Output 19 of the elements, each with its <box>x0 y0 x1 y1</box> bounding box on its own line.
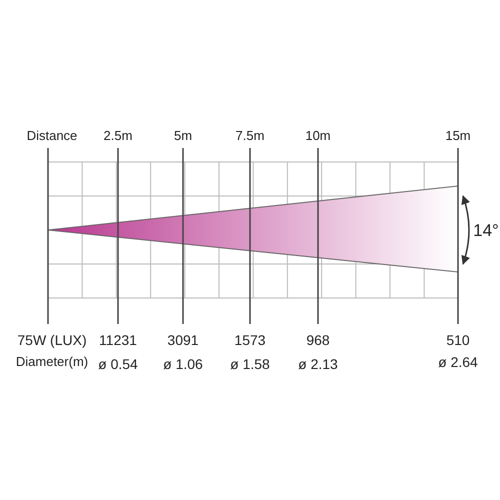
row-title: 75W (LUX) <box>17 332 87 348</box>
illuminance-value: 968 <box>306 332 330 348</box>
distance-value: 5m <box>174 128 192 143</box>
distance-value: 2.5m <box>104 128 132 143</box>
diameter-value: ø 1.06 <box>163 356 203 372</box>
diameter-value: ø 1.58 <box>230 356 270 372</box>
illuminance-value: 510 <box>446 332 470 348</box>
row-title: Diameter(m) <box>16 354 88 369</box>
diameter-value: ø 2.64 <box>438 354 478 370</box>
distance-value: 15m <box>445 128 471 143</box>
diameter-value: ø 2.13 <box>298 356 338 372</box>
beam-angle-label: 14° <box>473 221 499 241</box>
diameter-value: ø 0.54 <box>98 356 138 372</box>
illuminance-value: 3091 <box>167 332 199 348</box>
distance-value: 7.5m <box>236 128 264 143</box>
distance-value: 10m <box>305 128 331 143</box>
illuminance-value: 1573 <box>234 332 266 348</box>
illuminance-value: 11231 <box>99 332 137 348</box>
axis-title: Distance <box>26 128 78 143</box>
